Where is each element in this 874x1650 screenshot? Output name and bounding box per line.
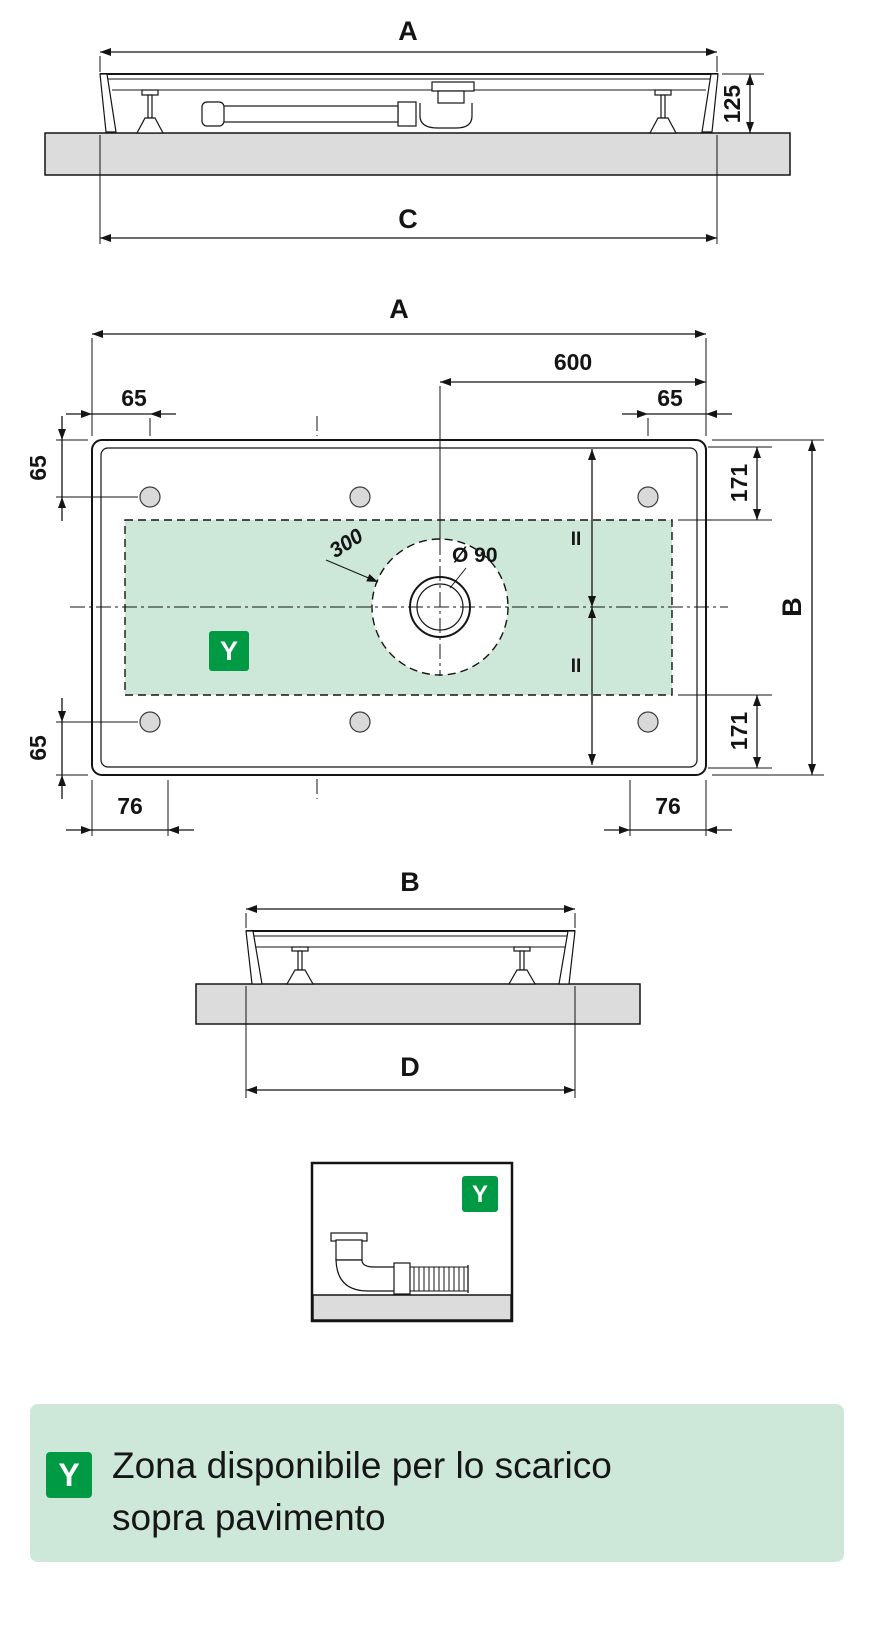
dim-label-171-top: 171: [726, 464, 752, 503]
dim-76-right: 76: [604, 780, 732, 836]
dim-65-top-right: 65: [622, 385, 732, 436]
foot-circle: [139, 711, 161, 733]
legend: Y Zona disponibile per lo scarico sopra …: [30, 1404, 844, 1562]
drain-trap-assembly: [201, 90, 473, 129]
tray-profile-end: [245, 930, 576, 985]
dim-171-bottom: 171: [678, 694, 772, 769]
legend-text-line2: sopra pavimento: [112, 1497, 386, 1538]
corrugated-hose: [410, 1265, 469, 1293]
end-elevation-view: B D: [195, 867, 641, 1098]
legend-background: [30, 1404, 844, 1562]
dim-65-left-bottom: 65: [25, 698, 138, 799]
dim-equal-vertical: II II: [571, 449, 596, 765]
dim-a-side: A: [99, 16, 718, 72]
zone-badge-plan: Y: [209, 631, 249, 671]
dim-65-left-top: 65: [25, 416, 138, 521]
dim-d-floor: D: [245, 986, 576, 1098]
tray-skirt-left-end: [245, 930, 263, 985]
foot-circle: [637, 486, 659, 508]
dim-label-125: 125: [719, 85, 745, 124]
drain-hole-outer: [409, 576, 471, 638]
dim-label-600: 600: [554, 349, 592, 375]
dim-c-floor: C: [99, 135, 718, 244]
floor-slab: [44, 132, 791, 176]
dim-171-top: 171: [678, 446, 772, 521]
drain-stub: [437, 90, 465, 104]
y-badge: [209, 631, 249, 671]
dim-label-76-left: 76: [117, 793, 143, 819]
drain-pipe-detail: [330, 1232, 469, 1295]
dim-label-b-plan: B: [777, 597, 807, 617]
floor-slab-end: [195, 983, 641, 1025]
drain-recess: [431, 81, 475, 92]
equal-mark-bottom: II: [571, 656, 582, 677]
feet-positions: [139, 486, 659, 733]
foot-circle: [349, 486, 371, 508]
drain-hole-inner: [416, 583, 464, 631]
tray-skirt-left: [99, 73, 117, 133]
dim-label-a-plan: A: [389, 294, 409, 324]
y-badge-label: Y: [472, 1181, 488, 1208]
dim-label-65-lt: 65: [25, 455, 51, 481]
foot-circle: [637, 711, 659, 733]
dim-b-end: B: [245, 867, 576, 928]
side-elevation-view: A 125 C: [44, 16, 791, 244]
foot-circle: [139, 486, 161, 508]
p-trap: [419, 103, 473, 129]
y-badge: [462, 1176, 498, 1212]
detail-floor: [312, 1294, 512, 1321]
equal-mark-top: II: [571, 529, 582, 550]
dim-600: 600: [439, 349, 706, 540]
y-badge: [46, 1452, 92, 1498]
dim-label-d: D: [400, 1052, 420, 1082]
legend-text-line1: Zona disponibile per lo scarico: [112, 1445, 612, 1486]
dim-label-c: C: [398, 204, 418, 234]
tray-foot-left-end: [285, 946, 315, 985]
dim-76-left: 76: [66, 780, 194, 836]
dim-125-height: 125: [719, 73, 764, 133]
pipe-elbow: [201, 101, 225, 127]
tray-foot-right-end: [507, 946, 537, 985]
dim-65-top-left: 65: [66, 385, 176, 436]
waste-pipe: [221, 105, 399, 123]
tray-skirt-right: [701, 73, 719, 133]
drain-detail-view: Y: [310, 1161, 514, 1323]
dim-drain-label: Ø 90: [449, 544, 498, 589]
tray-foot-right: [649, 89, 677, 134]
dim-label-76-right: 76: [655, 793, 681, 819]
dim-label-171-bottom: 171: [726, 712, 752, 751]
dim-a-plan: A: [91, 294, 707, 436]
plan-view: Y A 600 65 65: [25, 294, 824, 836]
tray-skirt-right-end: [558, 930, 576, 985]
dim-label-a-side: A: [398, 16, 418, 46]
tray-profile-side: [99, 73, 719, 133]
foot-circle: [349, 711, 371, 733]
dim-label-65-tr: 65: [657, 385, 683, 411]
tray-foot-left: [136, 89, 164, 134]
zone-badge-detail: Y: [462, 1176, 498, 1212]
y-badge-label: Y: [220, 636, 238, 666]
dim-label-65-lb: 65: [25, 735, 51, 761]
dim-label-65-tl: 65: [121, 385, 147, 411]
dim-label-o90: Ø 90: [452, 544, 498, 567]
dim-b-plan: B: [712, 439, 824, 776]
dim-label-b-end: B: [400, 867, 420, 897]
pipe-socket: [393, 1262, 411, 1295]
y-badge-label: Y: [58, 1457, 79, 1493]
pipe-coupling: [397, 101, 417, 127]
pipe-vertical-stub: [335, 1239, 363, 1261]
